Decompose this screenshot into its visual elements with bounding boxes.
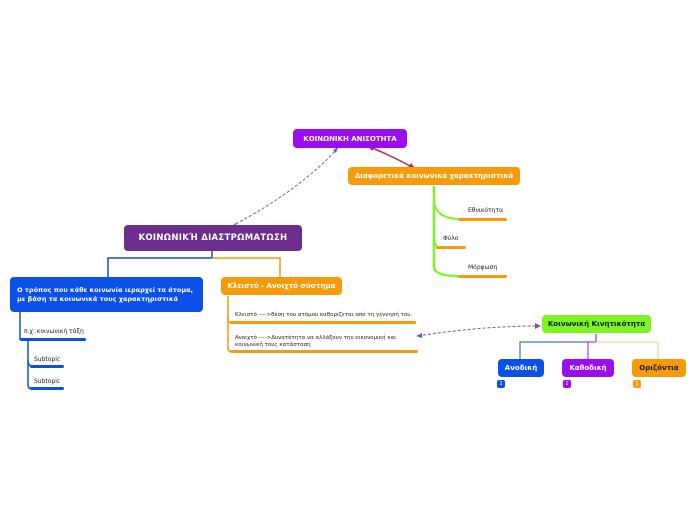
branch-mobility-down xyxy=(587,341,596,359)
branch-to-definition xyxy=(107,251,213,277)
subtopic-education[interactable]: Μόρφωση xyxy=(468,264,498,271)
subtopic-open[interactable]: Ανοιχτό ---->Δυνατότητα να αλλάξουν την … xyxy=(235,335,397,348)
badge-upward: 1 xyxy=(497,380,505,388)
branch-mobility xyxy=(519,334,597,359)
subtopic-underline xyxy=(458,218,507,221)
badge-horizontal: 1 xyxy=(633,380,641,388)
subtopic-underline xyxy=(230,350,418,353)
node-label: Διαφορετικά κοινωνικά χαρακτηριστικά xyxy=(354,172,514,180)
node-label: Οριζόντια xyxy=(639,364,679,372)
node-closed-open-system[interactable]: Κλειστό - Ανοιχτό σύστημα xyxy=(221,277,342,295)
relation-arrowhead xyxy=(416,333,422,338)
node-social-stratification[interactable]: ΚΟΙΝΩΝΙΚΉ ΔΙΑΣΤΡΩΜΑΤΩΣΗ xyxy=(124,225,302,251)
node-label: Ο τρόπος που κάθε κοινωνία ιεραρχεί τα ά… xyxy=(17,286,194,303)
relation-arrowhead xyxy=(333,147,338,153)
subtopic-underline xyxy=(20,338,86,341)
node-downward[interactable]: Καθοδική xyxy=(562,359,614,377)
relation-arrowhead xyxy=(408,163,415,168)
node-social-inequality[interactable]: ΚΟΙΝΩΝΙΚΗ ΑΝΙΣΟΤΗΤΑ xyxy=(293,129,407,148)
node-social-mobility[interactable]: Κοινωνική Κινητικότητα xyxy=(542,315,651,333)
subtopic-example[interactable]: π.χ. κοινωνική τάξη xyxy=(24,328,84,335)
relation-system-mobility xyxy=(417,325,541,337)
branch-to-closed-open xyxy=(212,257,281,277)
subtopic-underline xyxy=(436,246,466,249)
subtopic-underline xyxy=(30,387,64,390)
node-label: ΚΟΙΝΩΝΙΚΉ ΔΙΑΣΤΡΩΜΑΤΩΣΗ xyxy=(138,233,288,243)
node-horizontal[interactable]: Οριζόντια xyxy=(632,359,686,377)
node-label: Ανοδική xyxy=(504,364,538,372)
branch-mobility-horizontal xyxy=(596,341,659,359)
subtopic-underline xyxy=(230,321,416,324)
relation-inequality-characteristics xyxy=(369,146,415,169)
subtopic-closed[interactable]: Κλειστό ---->θέση του ατόμου καθορίζεται… xyxy=(235,312,413,318)
branch-characteristics xyxy=(432,186,459,278)
subtopic-ethnicity[interactable]: Εθνικότητα xyxy=(468,207,504,214)
node-different-characteristics[interactable]: Διαφορετικά κοινωνικά χαρακτηριστικά xyxy=(348,167,520,185)
subtopic-gender[interactable]: Φύλο xyxy=(443,235,459,242)
branch-closed-open-subs xyxy=(227,296,233,353)
relation-inequality-stratification xyxy=(231,147,339,227)
branch-ethnicity xyxy=(433,201,459,220)
subtopic-underline xyxy=(30,365,64,368)
node-upward[interactable]: Ανοδική xyxy=(498,359,544,377)
subtopic-2[interactable]: Subtopic xyxy=(34,378,61,385)
subtopic-1[interactable]: Subtopic xyxy=(34,356,61,363)
badge-downward: 1 xyxy=(563,380,571,388)
node-hierarchy-definition[interactable]: Ο τρόπος που κάθε κοινωνία ιεραρχεί τα ά… xyxy=(10,277,203,312)
node-label: Καθοδική xyxy=(569,364,607,372)
node-label: ΚΟΙΝΩΝΙΚΗ ΑΝΙΣΟΤΗΤΑ xyxy=(303,134,397,143)
node-label: Κοινωνική Κινητικότητα xyxy=(547,320,646,328)
relation-arrowhead xyxy=(535,323,541,329)
node-label: Κλειστό - Ανοιχτό σύστημα xyxy=(227,282,336,290)
subtopic-underline xyxy=(458,275,507,278)
